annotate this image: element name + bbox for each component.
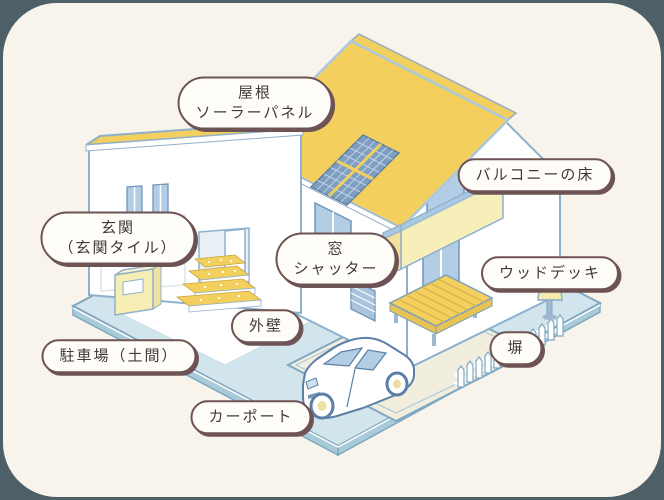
label-line: 窓 [327, 239, 345, 258]
label-line: 塀 [507, 338, 525, 357]
label-line: 玄関 [100, 218, 136, 237]
label-fence[interactable]: 塀 [489, 331, 543, 365]
label-line: 駐車場（土間） [59, 346, 179, 365]
label-line: バルコニーの床 [475, 165, 595, 184]
label-carport[interactable]: カーポート [190, 400, 312, 434]
entrance-steps [175, 254, 263, 313]
shutter-window [350, 277, 376, 323]
label-entrance[interactable]: 玄関 （玄関タイル） [40, 211, 196, 265]
label-line: （玄関タイル） [58, 238, 178, 256]
label-line: シャッター [293, 259, 379, 277]
solar-panel [309, 134, 401, 206]
label-line: 外壁 [248, 316, 284, 335]
label-roof-solar-panel[interactable]: 屋根 ソーラーパネル [177, 76, 333, 130]
label-balcony-floor[interactable]: バルコニーの床 [457, 158, 613, 192]
wood-deck [388, 274, 494, 346]
label-parking-doma[interactable]: 駐車場（土間） [41, 339, 197, 373]
label-line: ソーラーパネル [195, 103, 315, 121]
label-line: 屋根 [237, 83, 273, 102]
diagram-canvas: 屋根 ソーラーパネル バルコニーの床 玄関 （玄関タイル） 窓 シャッター ウッ… [3, 3, 661, 497]
gate-post [114, 263, 162, 316]
label-line: ウッドデッキ [498, 263, 602, 282]
car [302, 336, 415, 420]
label-window-shutter[interactable]: 窓 シャッター [275, 232, 397, 286]
label-exterior-wall[interactable]: 外壁 [230, 309, 302, 343]
label-wood-deck[interactable]: ウッドデッキ [480, 256, 620, 290]
label-line: カーポート [208, 407, 294, 426]
